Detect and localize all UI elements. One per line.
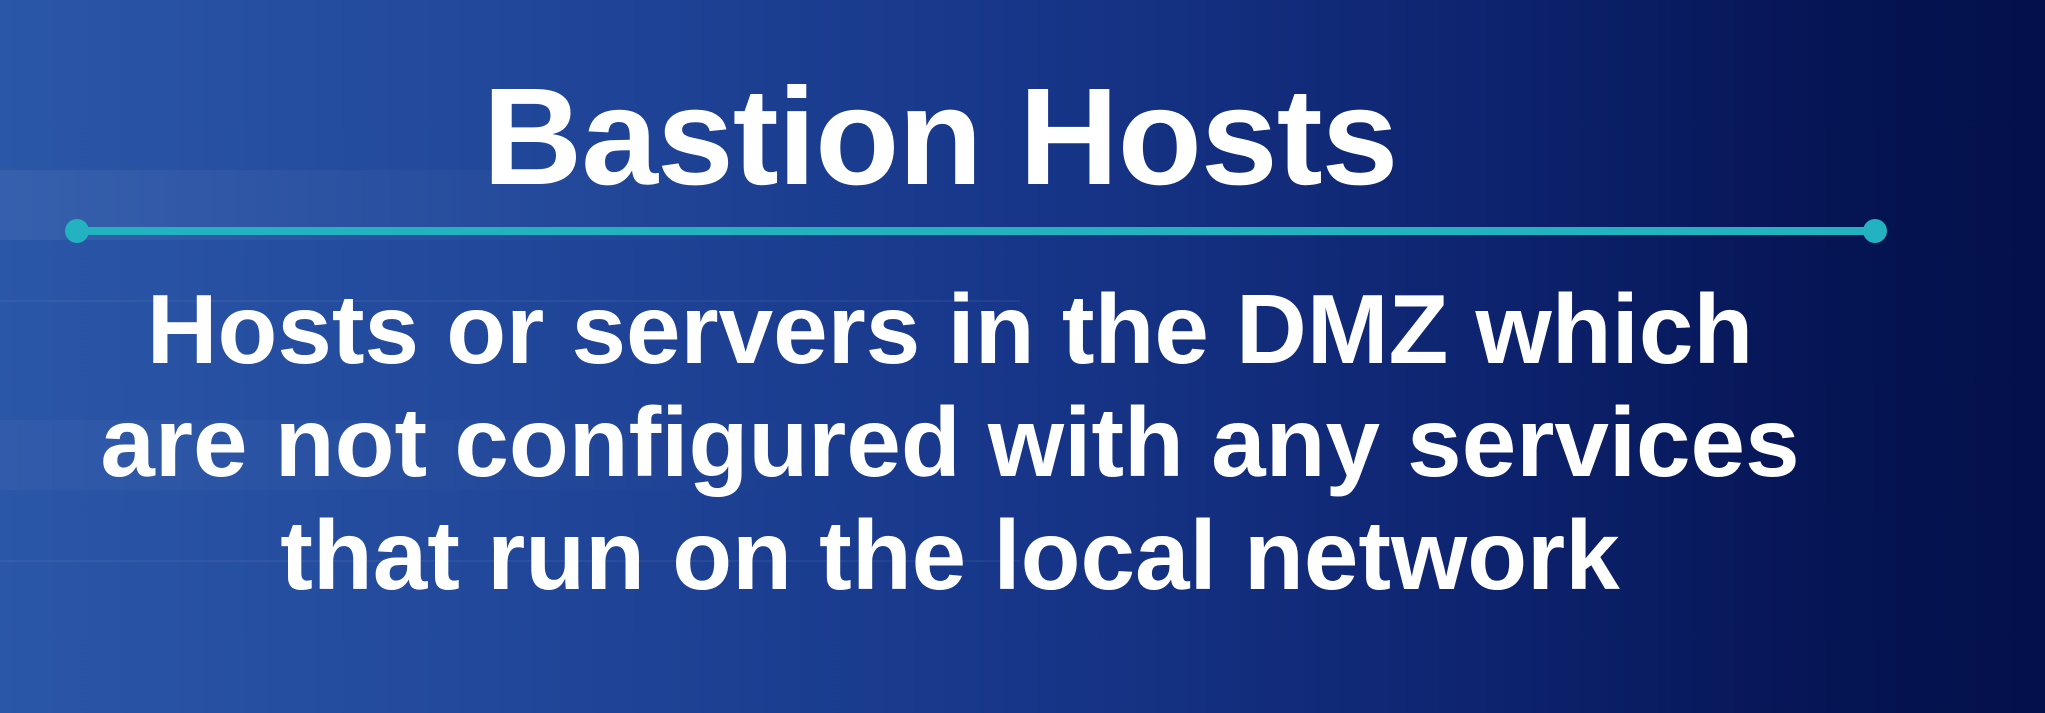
body-line: Hosts or servers in the DMZ which: [146, 274, 1754, 384]
background-stripe: [0, 560, 1020, 562]
background-stripe: [0, 300, 1020, 302]
divider-right-dot: [1863, 219, 1887, 243]
divider-left-dot: [65, 219, 89, 243]
background-band: [0, 420, 840, 490]
body-line: are not configured with any services: [100, 387, 1800, 497]
slide-body: Hosts or servers in the DMZ which are no…: [0, 273, 1900, 612]
slide-title: Bastion Hosts: [482, 60, 1399, 214]
title-divider: [77, 227, 1875, 235]
body-line: that run on the local network: [280, 500, 1620, 610]
